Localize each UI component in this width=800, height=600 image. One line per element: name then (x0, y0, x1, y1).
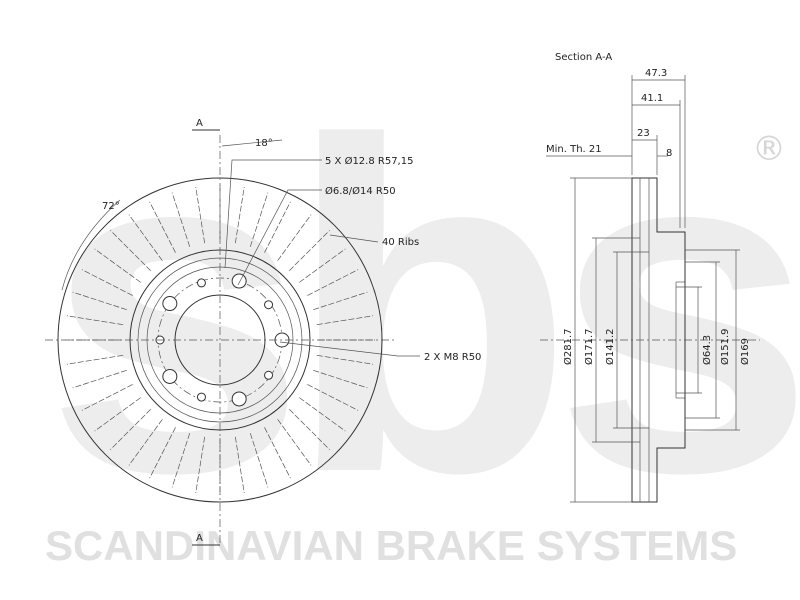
registered-mark: ® (752, 129, 786, 169)
section-marker-top: A (196, 118, 203, 129)
width-disc: 23 (637, 128, 650, 139)
rib-line (299, 248, 346, 283)
rib-line (110, 230, 151, 271)
rib-line (277, 214, 312, 261)
rib-line (299, 397, 346, 432)
rib-line (72, 291, 127, 311)
section-title: Section A-A (555, 52, 612, 63)
rib-line (307, 384, 359, 411)
rib-line (195, 186, 206, 244)
front-view: A A 18° 72° 5 X Ø12.8 R57,15 Ø6.8/Ø14 R5… (45, 118, 481, 546)
rib-line (128, 419, 163, 466)
diameter-outer: Ø281.7 (562, 329, 574, 366)
angle-72-arc (61, 199, 121, 291)
rib-line (264, 201, 291, 253)
rib-line (128, 214, 163, 261)
angle-72-label: 72° (102, 201, 120, 212)
brand-name: SCANDINAVIAN BRAKE SYSTEMS (45, 522, 737, 569)
ribs-callout: 40 Ribs (382, 237, 419, 248)
rib-line (171, 192, 191, 247)
angle-18-leader (221, 139, 283, 147)
rib-line (81, 384, 133, 411)
pilot-hole-leader (237, 189, 322, 286)
width-dimensions: 47.3 41.1 23 8 Min. Th. 21 (546, 68, 686, 228)
ribs-leader (329, 234, 379, 243)
diameter-hat-inner: Ø151.9 (719, 329, 731, 366)
rib-line (171, 433, 191, 488)
bolt-hole-leader (224, 159, 322, 269)
rib-line (149, 427, 176, 479)
rib-line (313, 369, 368, 389)
rib-line (316, 354, 374, 365)
thread-leader (279, 341, 420, 357)
rib-line (81, 269, 133, 296)
diameter-hat-face: Ø169 (739, 338, 751, 365)
width-inner: 8 (666, 148, 672, 159)
thread-callout: 2 X M8 R50 (424, 352, 481, 363)
pilot-hole (264, 370, 274, 380)
angle-18-label: 18° (255, 138, 273, 149)
rib-line (149, 201, 176, 253)
bolt-hole (162, 296, 178, 312)
bolt-hole-callout: 5 X Ø12.8 R57,15 (325, 155, 413, 167)
bolt-hole (162, 368, 178, 384)
rib-line (289, 409, 330, 450)
section-marker-bottom: A (196, 533, 203, 544)
pilot-hole-callout: Ø6.8/Ø14 R50 (325, 185, 396, 197)
pilot-hole (264, 300, 274, 310)
rib-line (94, 248, 141, 283)
width-hat: 41.1 (641, 93, 663, 104)
bolt-hole (231, 391, 247, 407)
sbs-watermark-logo: sbs (45, 45, 800, 570)
section-view: Section A-A 47.3 41.1 23 8 Min. Th. 21 (540, 52, 760, 503)
rib-line (66, 354, 124, 365)
rib-line (66, 315, 124, 326)
min-thickness: Min. Th. 21 (546, 144, 602, 155)
rib-line (313, 291, 368, 311)
rib-line (316, 315, 374, 326)
rib-line (307, 269, 359, 296)
pilot-hole (196, 392, 206, 402)
rib-line (195, 436, 206, 494)
diameter-hat-outer: Ø141.2 (604, 329, 616, 366)
rib-line (234, 436, 245, 494)
rib-line (264, 427, 291, 479)
rib-line (234, 186, 245, 244)
rib-line (277, 419, 312, 466)
rib-line (72, 369, 127, 389)
pilot-hole (196, 278, 206, 288)
rib-line (94, 397, 141, 432)
diameter-friction-inner: Ø171.7 (583, 329, 595, 366)
width-total: 47.3 (645, 68, 667, 79)
diameter-dimensions: Ø281.7 Ø171.7 Ø141.2 Ø64.3 Ø151.9 Ø169 (562, 177, 751, 503)
diameter-center-bore: Ø64.3 (701, 335, 713, 365)
bolt-hole (231, 273, 247, 289)
rib-line (110, 409, 151, 450)
rib-line (249, 433, 269, 488)
rib-line (289, 230, 330, 271)
sbs-logo-text: sbs (45, 45, 796, 570)
rib-line (249, 192, 269, 247)
